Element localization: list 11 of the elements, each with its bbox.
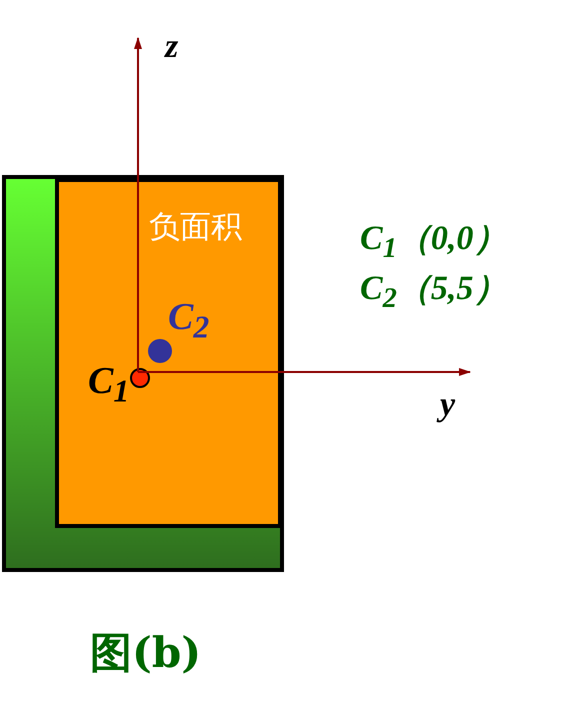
caption: 图(b) <box>90 632 202 674</box>
centroid-point <box>130 368 150 388</box>
axis-label: z <box>165 30 178 64</box>
point-label: C$_{2}$ <box>168 298 210 344</box>
point-label: C$_{1}$ <box>88 362 130 408</box>
centroid-point <box>148 339 172 363</box>
region-rectangle <box>55 178 282 528</box>
region-label: 负面积 <box>149 212 242 243</box>
coordinate-label: C$_{2}$（5,5） <box>360 272 508 314</box>
coordinate-label: C$_{1}$（0,0） <box>360 222 508 264</box>
region-rectangle <box>2 175 284 572</box>
